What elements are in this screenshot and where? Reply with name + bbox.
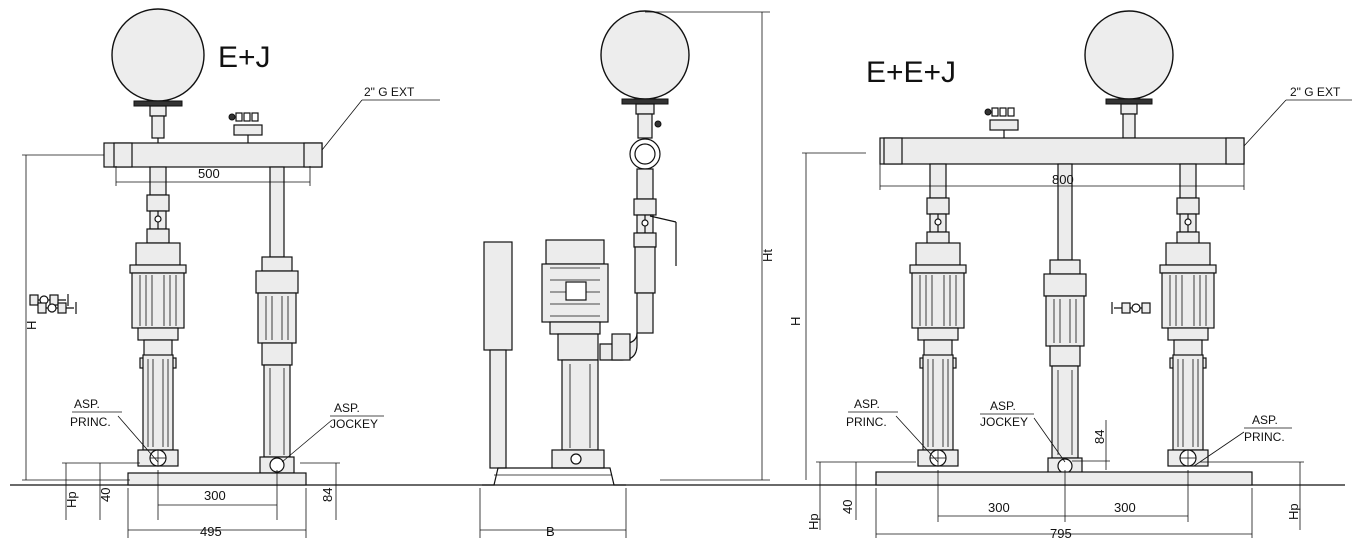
dim-40-right: 40 [840,500,855,514]
dim-hp-right-right: Hp [1286,503,1301,520]
thread-label-right: 2" G EXT [1290,85,1341,99]
manifold-right [879,137,1245,165]
asp-princ-label-right-1: ASP. [854,397,880,411]
asp-jockey-label-right: ASP. [990,399,1016,413]
dim-40-left: 40 [98,488,113,502]
pressure-gauge-right [984,107,1019,139]
manifold-left [103,142,323,168]
config-label-right: E+E+J [866,56,956,89]
asp-princ-label-right-2: ASP. [1252,413,1278,427]
dim-84-right: 84 [1092,430,1107,444]
base-center [482,467,626,486]
group-e-j: E+J 2" G EXT ASP. PRINC. ASP. JOCKEY 500… [22,8,440,539]
pressure-gauge-left [228,112,263,144]
control-panel [483,241,513,469]
asp-princ-label-left: ASP. [74,397,100,411]
dim-h-right: H [788,317,803,326]
config-label-left: E+J [218,41,271,74]
svg-text:PRINC.: PRINC. [70,415,111,429]
base-right [875,471,1253,486]
jockey-pump-left [255,256,299,474]
dim-hp-right-left: Hp [806,513,821,530]
dim-ht-center: Ht [760,249,775,262]
dim-base-left: 495 [200,524,222,538]
svg-text:JOCKEY: JOCKEY [330,417,378,431]
dim-h-left: H [24,321,39,330]
dim-hp-left: Hp [64,491,79,508]
dim-b-center: B [546,524,555,538]
thread-label-left: 2" G EXT [364,85,415,99]
expansion-tank-center [600,10,690,139]
main-pump-right-2 [1111,197,1217,467]
dim-84-left: 84 [320,488,335,502]
svg-text:PRINC.: PRINC. [1244,430,1285,444]
dim-manifold-right: 800 [1052,172,1074,187]
group-e-e-j: E+E+J 2" G EXT ASP. PRINC. ASP. JOCKEY A… [37,10,1352,541]
expansion-tank-left [111,8,205,143]
center-pump [541,239,609,469]
asp-jockey-label-left: ASP. [334,401,360,415]
base-left [127,472,307,486]
dim-base-right: 795 [1050,526,1072,538]
dim-manifold-left: 500 [198,166,220,181]
dim-spacing-right-1: 300 [988,500,1010,515]
svg-text:JOCKEY: JOCKEY [980,415,1028,429]
side-view: Ht B [479,10,775,539]
svg-text:PRINC.: PRINC. [846,415,887,429]
expansion-tank-right [1084,10,1174,139]
dim-spacing-left: 300 [204,488,226,503]
dim-spacing-right-2: 300 [1114,500,1136,515]
jockey-pump-right [1043,259,1087,475]
